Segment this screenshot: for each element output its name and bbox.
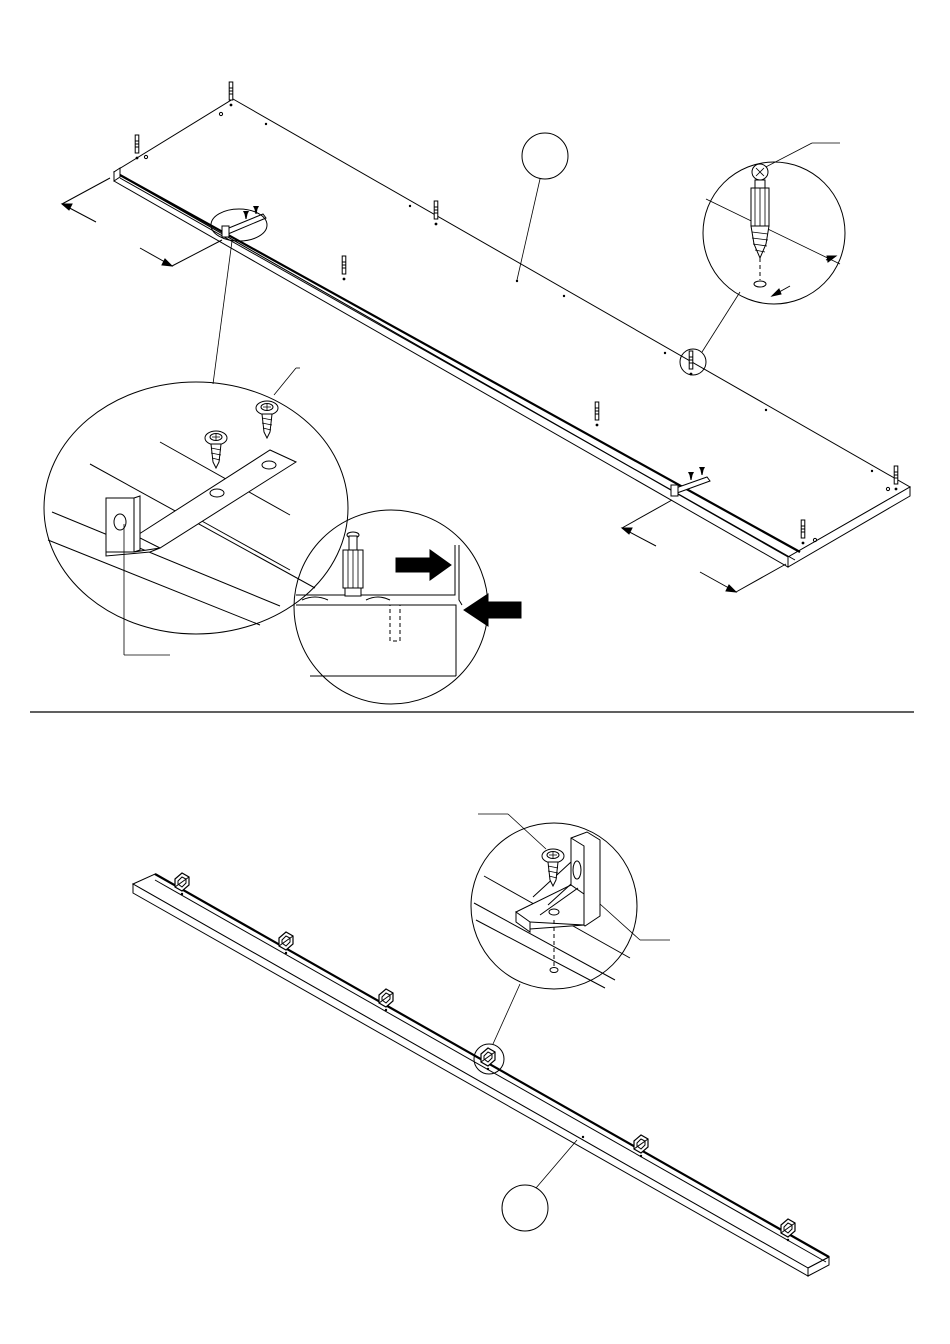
part-label-1 [517,133,568,280]
push-direction-detail [294,510,521,704]
part-label-2 [502,1140,577,1231]
screw-icon [542,849,564,886]
cam-dowel-detail [680,143,845,375]
angle-bracket-detail [471,814,670,1074]
plinth-rail [133,874,829,1276]
